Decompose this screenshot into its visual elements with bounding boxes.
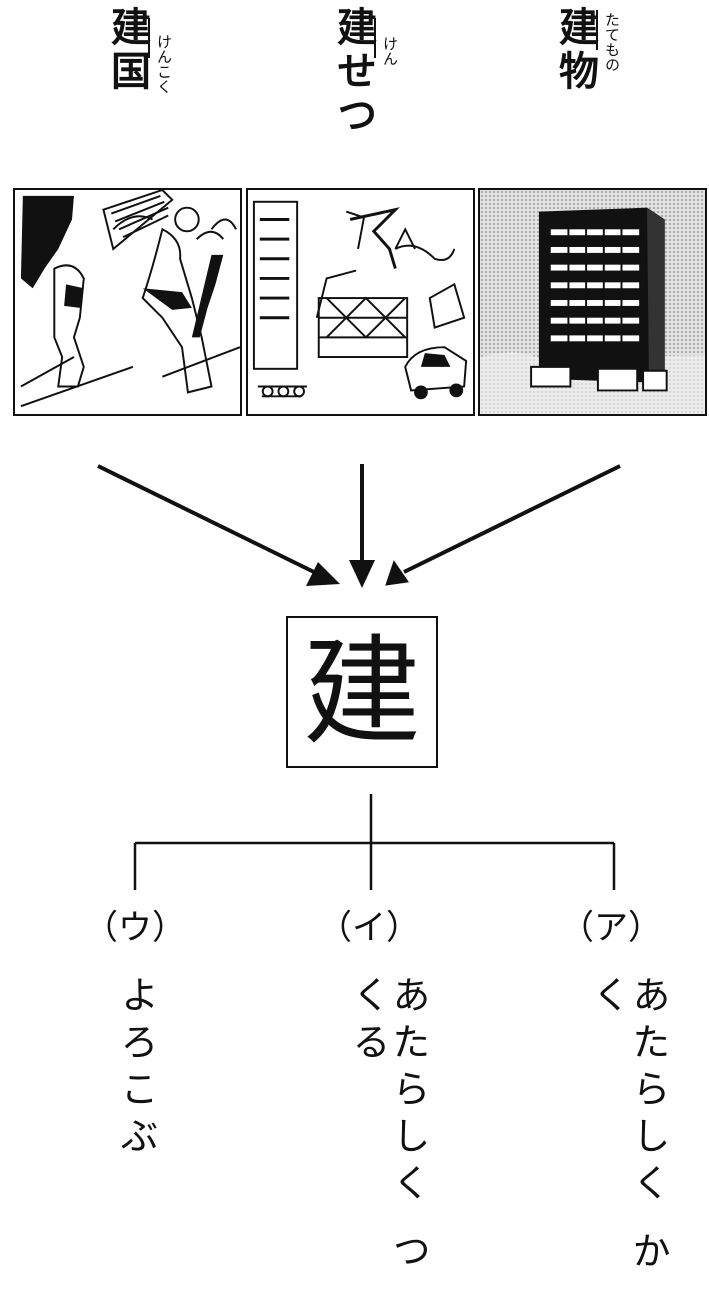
meaning-label-i: （イ） [318,908,420,948]
word-ruby: けん [381,36,399,66]
meaning-label-u: （ウ） [84,908,186,948]
ruby-rule [148,18,150,58]
arrowhead-center [349,560,375,588]
picture-kensetsu [246,188,475,416]
arrowhead-left [306,562,340,586]
meaning-label-a: （ア） [560,908,662,948]
word-main: 建国 [104,6,150,94]
word-main: 建物 [552,6,598,94]
kanji-box: 建 [286,616,438,768]
meaning-text-i: あたらしく つくる [346,975,430,1279]
flag-bearers-icon [20,190,240,408]
construction-site-icon [252,200,468,400]
word-ruby: たてもの [603,12,621,72]
word-main: 建せつ [330,6,376,138]
arrowhead-right [385,560,409,586]
building-icon [480,207,705,414]
meaning-text-u: よろこぶ [114,975,158,1163]
ruby-rule [374,18,376,58]
central-kanji: 建 [302,623,421,761]
arrow-right [403,464,621,574]
word-ruby: けんこく [155,34,173,94]
meaning-text-a: あたらしく かく [586,975,670,1279]
picture-kenkoku [13,188,242,416]
ruby-rule [596,10,598,50]
arrow-left [97,464,319,576]
picture-tatemono [478,188,707,416]
